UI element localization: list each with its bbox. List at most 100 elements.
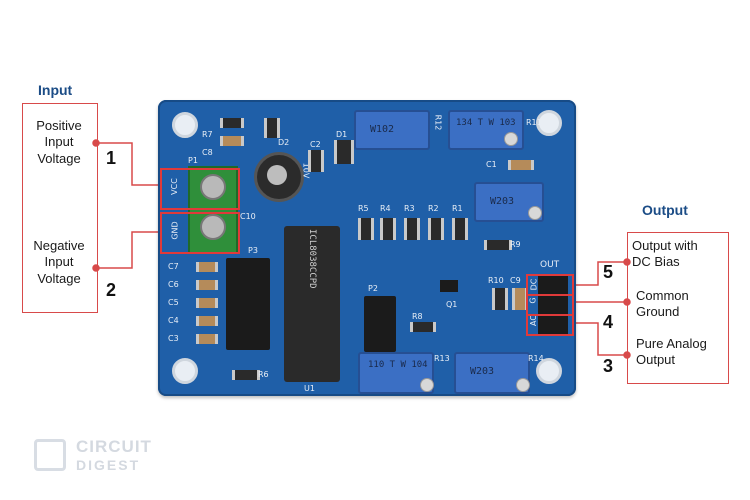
silk-r13: R13 xyxy=(434,354,450,363)
ic-chip: ICL8038CCPD xyxy=(284,226,340,382)
screw-terminal-vcc xyxy=(200,174,226,200)
logo: CIRCUIT DIGEST xyxy=(34,437,174,477)
silk-c4: C4 xyxy=(168,316,179,325)
silk-r14: R14 xyxy=(528,354,544,363)
potentiometer-bottom-left: 110 T W 104 xyxy=(358,352,434,394)
mounting-hole xyxy=(536,358,562,384)
silk-r4: R4 xyxy=(380,204,391,213)
pot-label: W203 xyxy=(490,196,515,207)
mounting-hole xyxy=(172,112,198,138)
silk-c9: C9 xyxy=(510,276,521,285)
silk-c6: C6 xyxy=(168,280,179,289)
silk-r10: R10 xyxy=(488,276,504,285)
input-heading: Input xyxy=(38,82,73,98)
electrolytic-capacitor xyxy=(254,152,304,202)
smd-component xyxy=(220,136,244,146)
capacitor-c6 xyxy=(196,280,218,290)
dc-output-highlight xyxy=(526,274,574,296)
silk-p3: P3 xyxy=(248,246,258,255)
pot-label: 110 T W 104 xyxy=(368,360,428,370)
silk-r7: R7 xyxy=(202,130,213,139)
silk-c8: C8 xyxy=(202,148,213,157)
silk-r1: R1 xyxy=(452,204,463,213)
silk-p1: P1 xyxy=(188,156,198,165)
resistor-r5 xyxy=(358,218,374,240)
output-header xyxy=(538,274,568,336)
pcb-board: P1 VCC GND 10V C10 R7 C8 D2 D1 C2 ICL803… xyxy=(158,100,576,396)
negative-input-label: Negative Input Voltage xyxy=(33,238,85,286)
silk-r6: R6 xyxy=(258,370,269,379)
input-label-box xyxy=(22,103,98,313)
silk-d2: D2 xyxy=(278,138,290,147)
callout-number-3: 3 xyxy=(603,356,614,376)
silk-p2: P2 xyxy=(368,284,378,293)
ground-output-highlight xyxy=(526,294,574,316)
silk-q1: Q1 xyxy=(446,300,458,309)
silk-c2: C2 xyxy=(310,140,321,149)
silk-r9: R9 xyxy=(510,240,521,249)
silk-r2: R2 xyxy=(428,204,439,213)
capacitor-c4 xyxy=(196,316,218,326)
potentiometer-mid-right: W203 xyxy=(474,182,544,222)
resistor-r2 xyxy=(428,218,444,240)
pot-label: W203 xyxy=(470,366,495,377)
silk-c10: C10 xyxy=(240,212,256,221)
silk-d1: D1 xyxy=(336,130,348,139)
potentiometer-top-left: W102 xyxy=(354,110,430,150)
silk-c1: C1 xyxy=(486,160,497,169)
dc-bias-label: Output with DC Bias xyxy=(632,238,698,270)
callout-number-5: 5 xyxy=(603,262,614,282)
chip-marking: ICL8038CCPD xyxy=(307,229,317,289)
capacitor-c7 xyxy=(196,262,218,272)
smd-component xyxy=(334,140,354,164)
output-label-box xyxy=(627,232,729,384)
output-heading: Output xyxy=(642,202,688,218)
smd-component xyxy=(264,118,280,138)
silk-u1: U1 xyxy=(304,384,315,393)
silk-r5: R5 xyxy=(358,204,369,213)
silk-r3: R3 xyxy=(404,204,415,213)
silk-r8: R8 xyxy=(412,312,423,321)
ac-output-highlight xyxy=(526,314,574,336)
resistor-r4 xyxy=(380,218,396,240)
potentiometer-top-right: 134 T W 103 xyxy=(448,110,524,150)
potentiometer-bottom-right: W203 xyxy=(454,352,530,394)
mounting-hole xyxy=(536,110,562,136)
callout-number-1: 1 xyxy=(106,148,117,168)
transistor-q1 xyxy=(440,280,458,292)
vcc-highlight-box xyxy=(160,168,240,210)
jumper-p2 xyxy=(364,296,396,352)
resistor-r10 xyxy=(492,288,508,310)
pot-label: W102 xyxy=(370,124,395,135)
chip-logo-icon xyxy=(34,439,66,471)
silk-c5: C5 xyxy=(168,298,179,307)
smd-component xyxy=(308,150,324,172)
resistor-r1 xyxy=(452,218,468,240)
silk-out: OUT xyxy=(540,260,560,270)
pure-analog-label: Pure Analog Output xyxy=(636,336,707,368)
resistor-r6 xyxy=(232,370,260,380)
logo-line-1: CIRCUIT xyxy=(76,437,152,456)
mounting-hole xyxy=(172,358,198,384)
callout-number-2: 2 xyxy=(106,280,117,300)
logo-line-2: DIGEST xyxy=(76,457,141,473)
callout-number-4: 4 xyxy=(603,312,614,332)
screw-terminal-gnd xyxy=(200,214,226,240)
pin-header-p3 xyxy=(226,258,270,350)
silk-r12: R12 xyxy=(433,114,443,131)
silk-c7: C7 xyxy=(168,262,179,271)
resistor-r3 xyxy=(404,218,420,240)
capacitor-c1 xyxy=(508,160,534,170)
positive-input-label: Positive Input Voltage xyxy=(36,118,82,166)
resistor-r9 xyxy=(484,240,512,250)
gnd-highlight-box xyxy=(160,212,240,254)
silk-r11: R11 xyxy=(526,118,542,127)
smd-component xyxy=(220,118,244,128)
common-ground-label: Common Ground xyxy=(636,288,689,320)
capacitor-c5 xyxy=(196,298,218,308)
resistor-r8 xyxy=(410,322,436,332)
pot-label: 134 T W 103 xyxy=(456,118,516,128)
capacitor-c3 xyxy=(196,334,218,344)
silk-c3: C3 xyxy=(168,334,179,343)
